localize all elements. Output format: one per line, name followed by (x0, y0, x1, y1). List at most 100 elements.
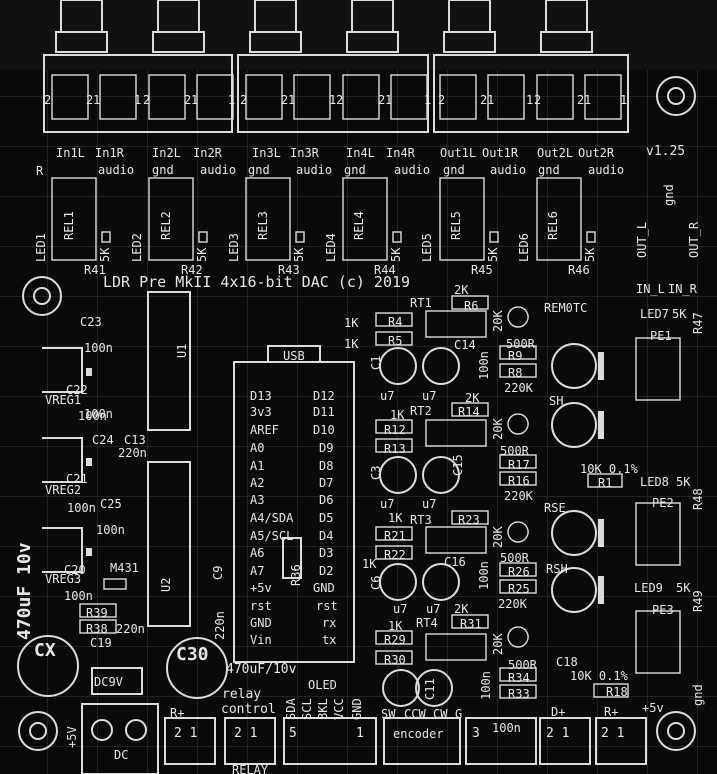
optocoupler-outlines (635, 337, 681, 674)
silkscreen-label-m431: M431 (110, 561, 139, 575)
silkscreen-label-1: 1 (526, 93, 534, 107)
silkscreen-label-c14: C14 (454, 338, 476, 352)
silkscreen-label-5v: +5V (65, 726, 79, 748)
silkscreen-label-220k: 220K (498, 597, 527, 611)
silkscreen-label-100n: 100n (477, 351, 491, 380)
silkscreen-label-gnd: gnd (691, 684, 705, 706)
silkscreen-label-u7: u7 (380, 389, 395, 403)
silkscreen-label-500r: 500R (506, 337, 535, 351)
silkscreen-label-gnd: gnd (152, 163, 174, 177)
silkscreen-label-5v: +5v (250, 581, 272, 595)
silkscreen-label-in4r: In4R (386, 146, 415, 160)
ic-footprints (147, 291, 355, 663)
silkscreen-label-220k: 220K (504, 381, 533, 395)
silkscreen-label-c13: C13 (124, 433, 146, 447)
silkscreen-label-bkl: BKL (316, 698, 330, 720)
silkscreen-label-rt1: RT1 (410, 296, 432, 310)
mounting-holes (18, 76, 696, 751)
rca-jacks (43, 0, 629, 133)
silkscreen-label-vin: Vin (250, 633, 272, 647)
silkscreen-label-d8: D8 (319, 459, 334, 473)
silkscreen-label-gnd: GND (350, 698, 364, 720)
silkscreen-label-r44: R44 (374, 263, 396, 277)
silkscreen-label-aref: AREF (250, 423, 279, 437)
silkscreen-label-c23: C23 (80, 315, 102, 329)
silkscreen-label-2-1: 2 1 (546, 726, 570, 741)
silkscreen-label-in1l: In1L (56, 146, 85, 160)
silkscreen-label-tx: tx (322, 633, 337, 647)
silkscreen-label-in3l: In3L (252, 146, 281, 160)
silkscreen-label-2: 2 (534, 93, 542, 107)
silkscreen-label-in2l: In2L (152, 146, 181, 160)
silkscreen-label-5k: 5K (389, 247, 403, 262)
silkscreen-label-r1: R1 (598, 476, 613, 490)
silkscreen-label-r22: R22 (384, 548, 406, 562)
silkscreen-label-500r: 500R (500, 444, 529, 458)
silkscreen-label-u7: u7 (393, 602, 408, 616)
silkscreen-label-pe3: PE3 (652, 603, 674, 617)
silkscreen-label-rel6: REL6 (546, 211, 560, 240)
silkscreen-label-vreg2: VREG2 (45, 483, 82, 497)
silkscreen-label-out2l: Out2L (537, 146, 574, 160)
silkscreen-label-cx: CX (34, 640, 56, 661)
silkscreen-label-1: 1 (93, 93, 101, 107)
silkscreen-label-2: 2 (44, 93, 52, 107)
silkscreen-label-r47: R47 (691, 312, 705, 334)
silkscreen-label-d2: D2 (319, 564, 334, 578)
relay-blocks (51, 177, 596, 261)
silkscreen-label-oled: OLED (308, 678, 337, 692)
silkscreen-label-20k: 20K (491, 526, 505, 548)
silkscreen-label-3: 3 (472, 726, 480, 741)
silkscreen-label-5k: 5K (486, 247, 500, 262)
passive-footprints (79, 295, 629, 699)
regulator-outlines (42, 347, 83, 573)
silkscreen-label-c21: C21 (66, 472, 88, 486)
silkscreen-label-vreg3: VREG3 (45, 572, 82, 586)
silkscreen-label-audio: audio (296, 163, 333, 177)
silkscreen-label-r: R+ (604, 705, 619, 719)
silkscreen-label-5k: 5K (292, 247, 306, 262)
transistor-footprints (507, 306, 529, 648)
silkscreen-label-c1: C1 (369, 355, 383, 370)
silkscreen-label-100n: 100n (78, 409, 107, 423)
silkscreen-label-2-1: 2 1 (601, 726, 625, 741)
silkscreen-label-r8: R8 (508, 366, 523, 380)
silkscreen-label-c9: C9 (211, 565, 225, 580)
silkscreen-label-20k: 20K (491, 418, 505, 440)
silkscreen-label-led2: LED2 (130, 233, 144, 262)
silkscreen-label-2k: 2K (454, 602, 469, 616)
silkscreen-label-5k: 5K (98, 247, 112, 262)
silkscreen-label-1: 1 (228, 93, 236, 107)
silkscreen-label-relay: relay (222, 687, 262, 702)
silkscreen-label-sw: SW (381, 707, 396, 721)
silkscreen-label-dc: DC (114, 748, 129, 762)
silkscreen-label-out1l: Out1L (440, 146, 477, 160)
silkscreen-label-d3: D3 (319, 546, 334, 560)
silkscreen-label-c19: C19 (90, 636, 112, 650)
silkscreen-label-led1: LED1 (34, 233, 48, 262)
silkscreen-label-1k: 1K (344, 337, 359, 351)
silkscreen-label-r46: R46 (568, 263, 590, 277)
silkscreen-label-c15: C15 (451, 454, 465, 476)
silkscreen-label-out2r: Out2R (578, 146, 615, 160)
silkscreen-label-2: 2 (143, 93, 151, 107)
silkscreen-label-r31: R31 (460, 617, 482, 631)
silkscreen-label-c22: C22 (66, 383, 88, 397)
silkscreen-label-5: 5 (289, 726, 297, 741)
silkscreen-label-20k: 20K (491, 633, 505, 655)
silkscreen-label-100n: 100n (492, 721, 521, 735)
silkscreen-label-2: 2 (438, 93, 446, 107)
silkscreen-label-2k: 2K (465, 391, 480, 405)
silkscreen-label-1: 1 (191, 93, 199, 107)
silkscreen-label-d6: D6 (319, 493, 334, 507)
silkscreen-label-c20: C20 (64, 563, 86, 577)
silkscreen-label-r25: R25 (508, 582, 530, 596)
silkscreen-label-u7: u7 (422, 389, 437, 403)
silkscreen-label-1: 1 (620, 93, 628, 107)
silkscreen-label-r41: R41 (84, 263, 106, 277)
silkscreen-label-rel5: REL5 (449, 211, 463, 240)
pin-pads (86, 352, 604, 604)
silkscreen-label-100n: 100n (477, 561, 491, 590)
bottom-connectors (81, 667, 647, 774)
silkscreen-label-220n: 220n (213, 611, 227, 640)
